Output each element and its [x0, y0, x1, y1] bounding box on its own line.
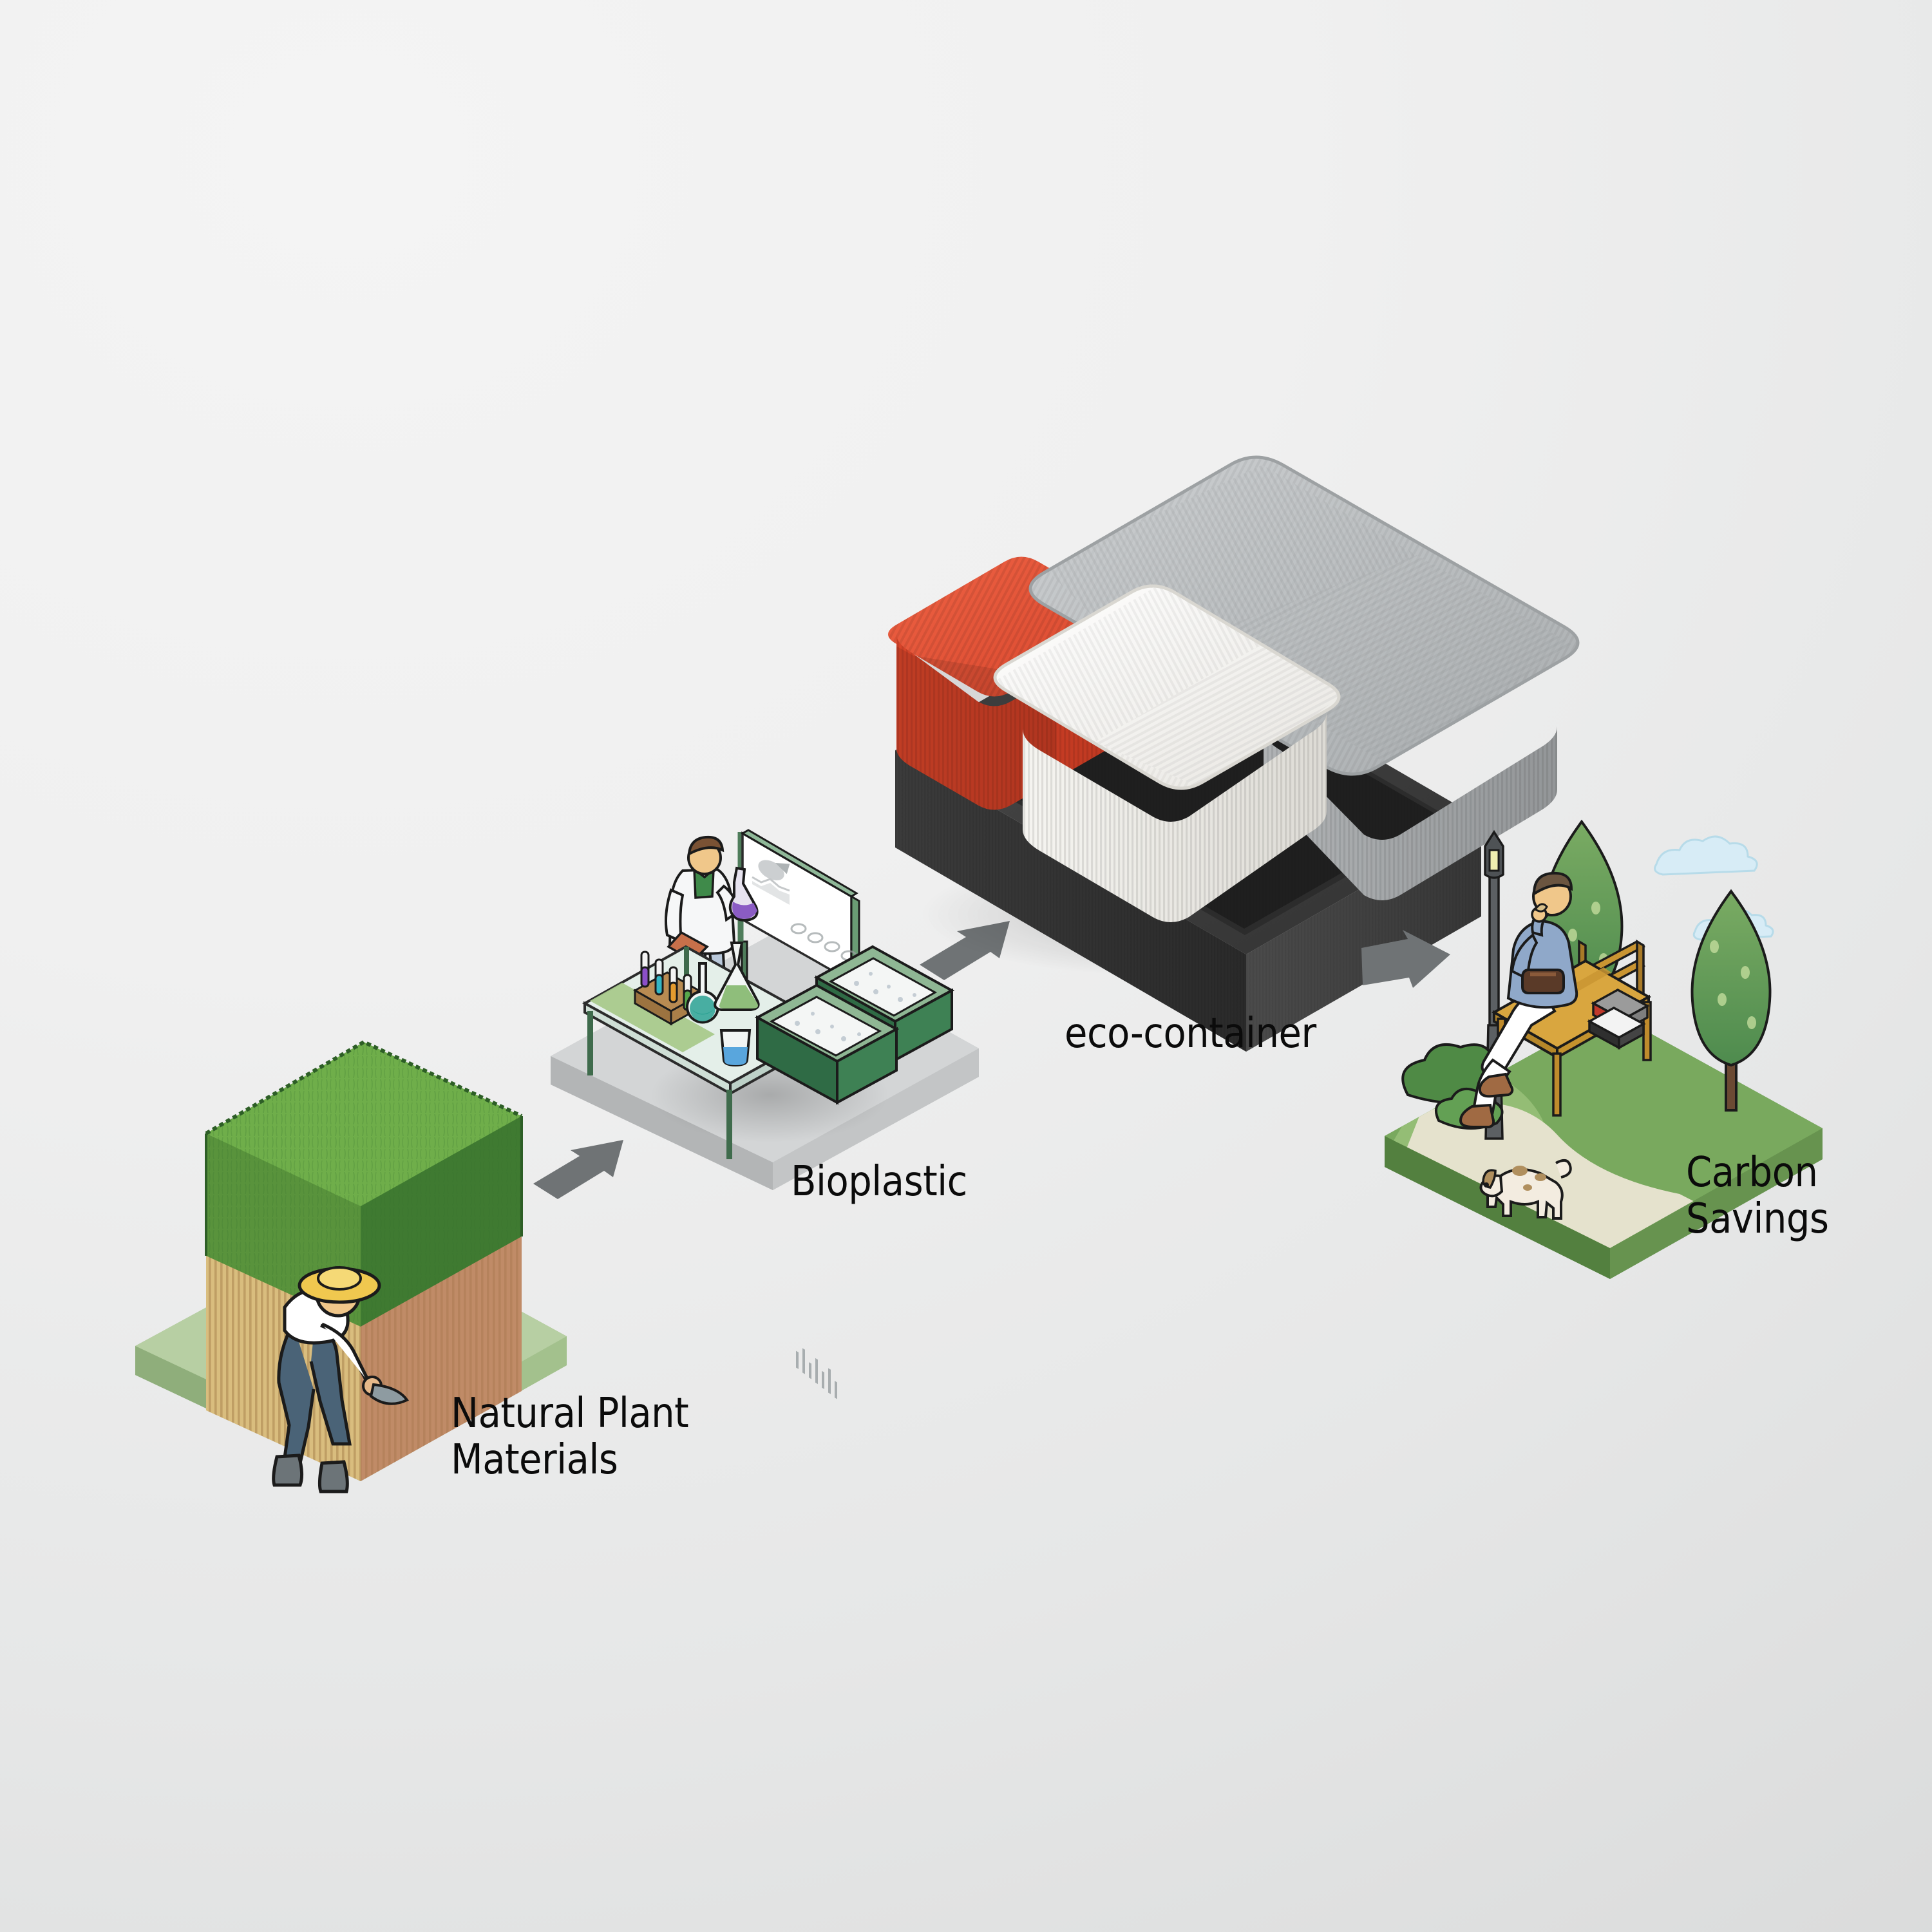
product-eco-container[interactable]	[888, 455, 1580, 1052]
crate-front	[754, 983, 900, 1105]
label-natural-plant-materials: Natural Plant Materials	[451, 1390, 689, 1484]
lunch-boxes	[1587, 989, 1650, 1050]
farmer-figure	[272, 1266, 410, 1493]
presentation-board	[724, 829, 860, 1399]
beaker	[719, 1029, 752, 1067]
flow-arrow-1	[533, 1140, 623, 1199]
scene-carbon-savings[interactable]	[1372, 819, 1823, 1282]
street-lamp	[1484, 829, 1504, 1140]
label-eco-container: eco-container	[1065, 1010, 1316, 1057]
bioplastic-crates	[754, 945, 955, 1105]
scene-bioplastic[interactable]	[551, 829, 979, 1399]
seated-person	[1459, 871, 1578, 1128]
scene-natural-plant-materials[interactable]	[135, 1040, 567, 1493]
label-carbon-savings: Carbon Savings	[1686, 1149, 1829, 1243]
cloud-1	[1654, 835, 1758, 876]
erlenmeyer-flask	[714, 942, 760, 1011]
white-container	[993, 584, 1341, 922]
flow-arrow-3	[1361, 930, 1450, 988]
label-bioplastic: Bioplastic	[791, 1158, 967, 1206]
cypress-tree-2	[1690, 889, 1772, 1112]
round-flask	[686, 962, 719, 1024]
dog	[1479, 1159, 1572, 1220]
